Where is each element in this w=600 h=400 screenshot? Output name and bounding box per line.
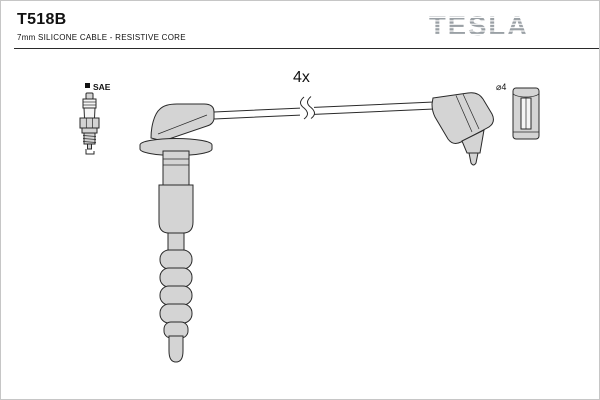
break-squiggle [307,96,315,119]
angled-boot-stub [461,129,485,154]
angled-boot-body [431,92,494,144]
boot-rib-line [462,93,480,130]
boot-rib-line [455,95,473,133]
terminal-drawing: ⌀4 [496,82,540,140]
terminal-cap-line [512,92,540,98]
thread-line [82,138,97,140]
boot-upper-shaft [162,150,190,186]
plug-shell [81,127,98,134]
thread-line [82,141,97,143]
spark-plug-cable-drawing [213,96,435,120]
boot-rib [159,303,193,324]
quantity-label: 4x [293,69,310,86]
spark-plug-drawing [79,92,100,155]
thread-line [82,135,97,137]
sae-bullet-square [85,83,90,88]
boot-rib [159,249,193,270]
part-number: T518B [17,11,67,28]
cable-bottom-line [213,108,435,120]
boot-elbow [150,103,215,142]
ground-electrode [85,149,95,155]
sae-label-text: SAE [93,82,111,92]
boot-tip [168,335,184,363]
plug-insulator-taper [83,107,96,119]
boot-rib [159,285,193,306]
terminal-diameter-label: ⌀4 [496,82,506,92]
plug-terminal-nut [85,92,94,100]
cable-break-icon [300,96,315,120]
cable-spec-subtitle: 7mm SILICONE CABLE - RESISTIVE CORE [17,33,186,42]
sae-label: SAE [85,82,111,92]
boot-neck [167,232,185,252]
angled-boot-drawing [431,92,494,166]
break-squiggle [300,96,308,120]
plug-insulator [82,98,97,109]
elbow-seam-line [157,114,208,135]
boot-rib [159,267,193,288]
plug-hex-nut [79,117,100,129]
coil-boot-drawing [139,103,215,363]
center-electrode [87,143,92,150]
boot-bulge [158,184,194,234]
angled-boot-tip [468,152,479,166]
cable-top-line [213,101,435,113]
tesla-logo: TESLA [429,11,529,41]
